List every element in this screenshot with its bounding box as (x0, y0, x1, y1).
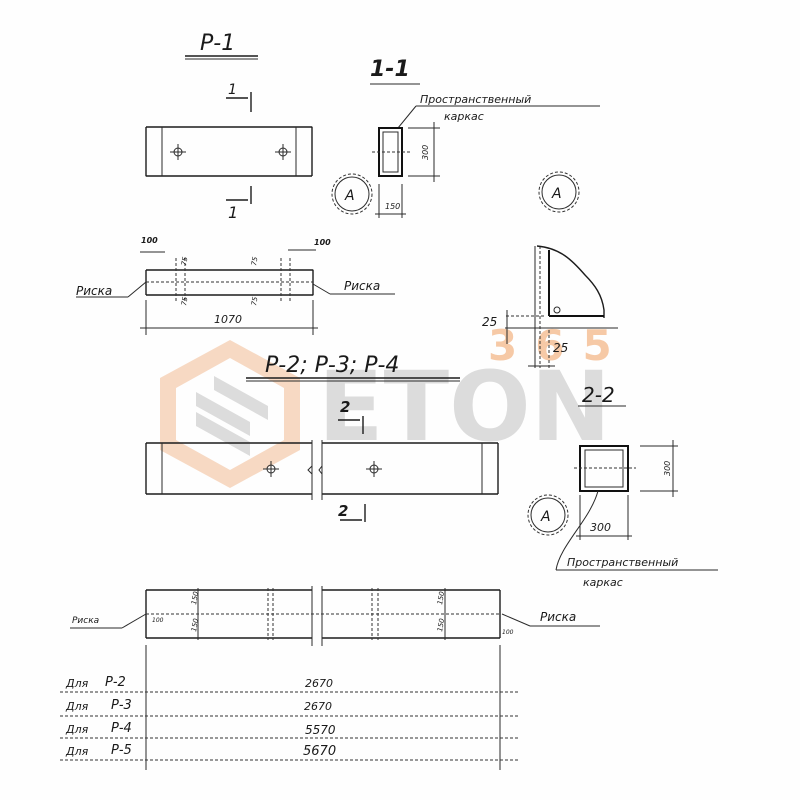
p2-mark-right: Риска (540, 610, 576, 624)
length-row-label: Для (66, 677, 89, 690)
length-row-label: Для (66, 723, 89, 736)
p2-dim-right-2: 150 (436, 617, 446, 632)
section-1-1-title: 1-1 (370, 57, 410, 82)
watermark-brand-top: 365 (488, 321, 630, 370)
detail-a-ref: А (551, 186, 562, 202)
p2-section-mark-bottom: 2 (338, 502, 348, 520)
p1-length: 1070 (214, 313, 242, 326)
length-row-value: 2670 (304, 700, 332, 713)
p2-mark-left: Риска (72, 616, 99, 626)
section-2-2-callout-line1: Пространственный (567, 556, 678, 569)
section-1-1-width: 150 (385, 202, 400, 211)
section-1-1-callout-line2: каркас (444, 110, 484, 123)
p2-dim-left-1: 150 (190, 590, 200, 605)
p1-dim-offset-2: 75 (180, 296, 190, 307)
length-row-mark: Р-5 (111, 743, 132, 758)
p1-section-mark-bottom: 1 (228, 203, 238, 222)
length-row-label: Для (66, 745, 89, 758)
p1-dim-offset-4: 75 (250, 296, 260, 307)
length-row-mark: Р-3 (111, 698, 132, 713)
section-2-2-title: 2-2 (582, 383, 615, 407)
p1-dim-offset-1: 75 (180, 256, 190, 267)
p2-dim-right-1: 150 (436, 590, 446, 605)
section-1-1-detail-ref: А (344, 188, 355, 204)
section-2-2-detail-ref: А (540, 509, 551, 525)
p2-dim-left-2: 150 (190, 617, 200, 632)
watermark-hex-icon (160, 340, 300, 488)
section-1-1-height: 300 (421, 145, 430, 160)
length-row-value: 2670 (305, 677, 333, 690)
p2-dim-left-3: 100 (152, 617, 164, 624)
length-row-value: 5670 (303, 744, 337, 759)
length-row-mark: Р-2 (105, 675, 126, 690)
length-row-label: Для (66, 700, 89, 713)
length-row-value: 5570 (305, 723, 336, 737)
p1-title: Р-1 (200, 31, 235, 56)
section-2-2-callout-line2: каркас (583, 576, 623, 589)
p2-title: Р-2; Р-3; Р-4 (265, 353, 399, 378)
section-2-2-width: 300 (590, 521, 611, 534)
detail-a-dim-horizontal: 25 (553, 341, 568, 355)
p1-mark-right: Риска (344, 279, 380, 293)
section-2-2-height: 300 (663, 461, 672, 476)
section-1-1-callout-line1: Пространственный (420, 93, 531, 106)
p2-dim-right-3: 100 (502, 629, 514, 636)
p1-dim-left: 100 (141, 236, 158, 245)
detail-a-dim-vertical: 25 (482, 315, 497, 329)
p1-section-mark-top: 1 (228, 82, 237, 98)
p2-section-mark-top: 2 (340, 398, 350, 416)
p1-dim-offset-3: 75 (250, 256, 260, 267)
length-row-mark: Р-4 (111, 721, 132, 736)
watermark-brand-main: ETON (318, 351, 611, 463)
p1-dim-right: 100 (314, 238, 331, 247)
p1-mark-left: Риска (76, 284, 112, 298)
